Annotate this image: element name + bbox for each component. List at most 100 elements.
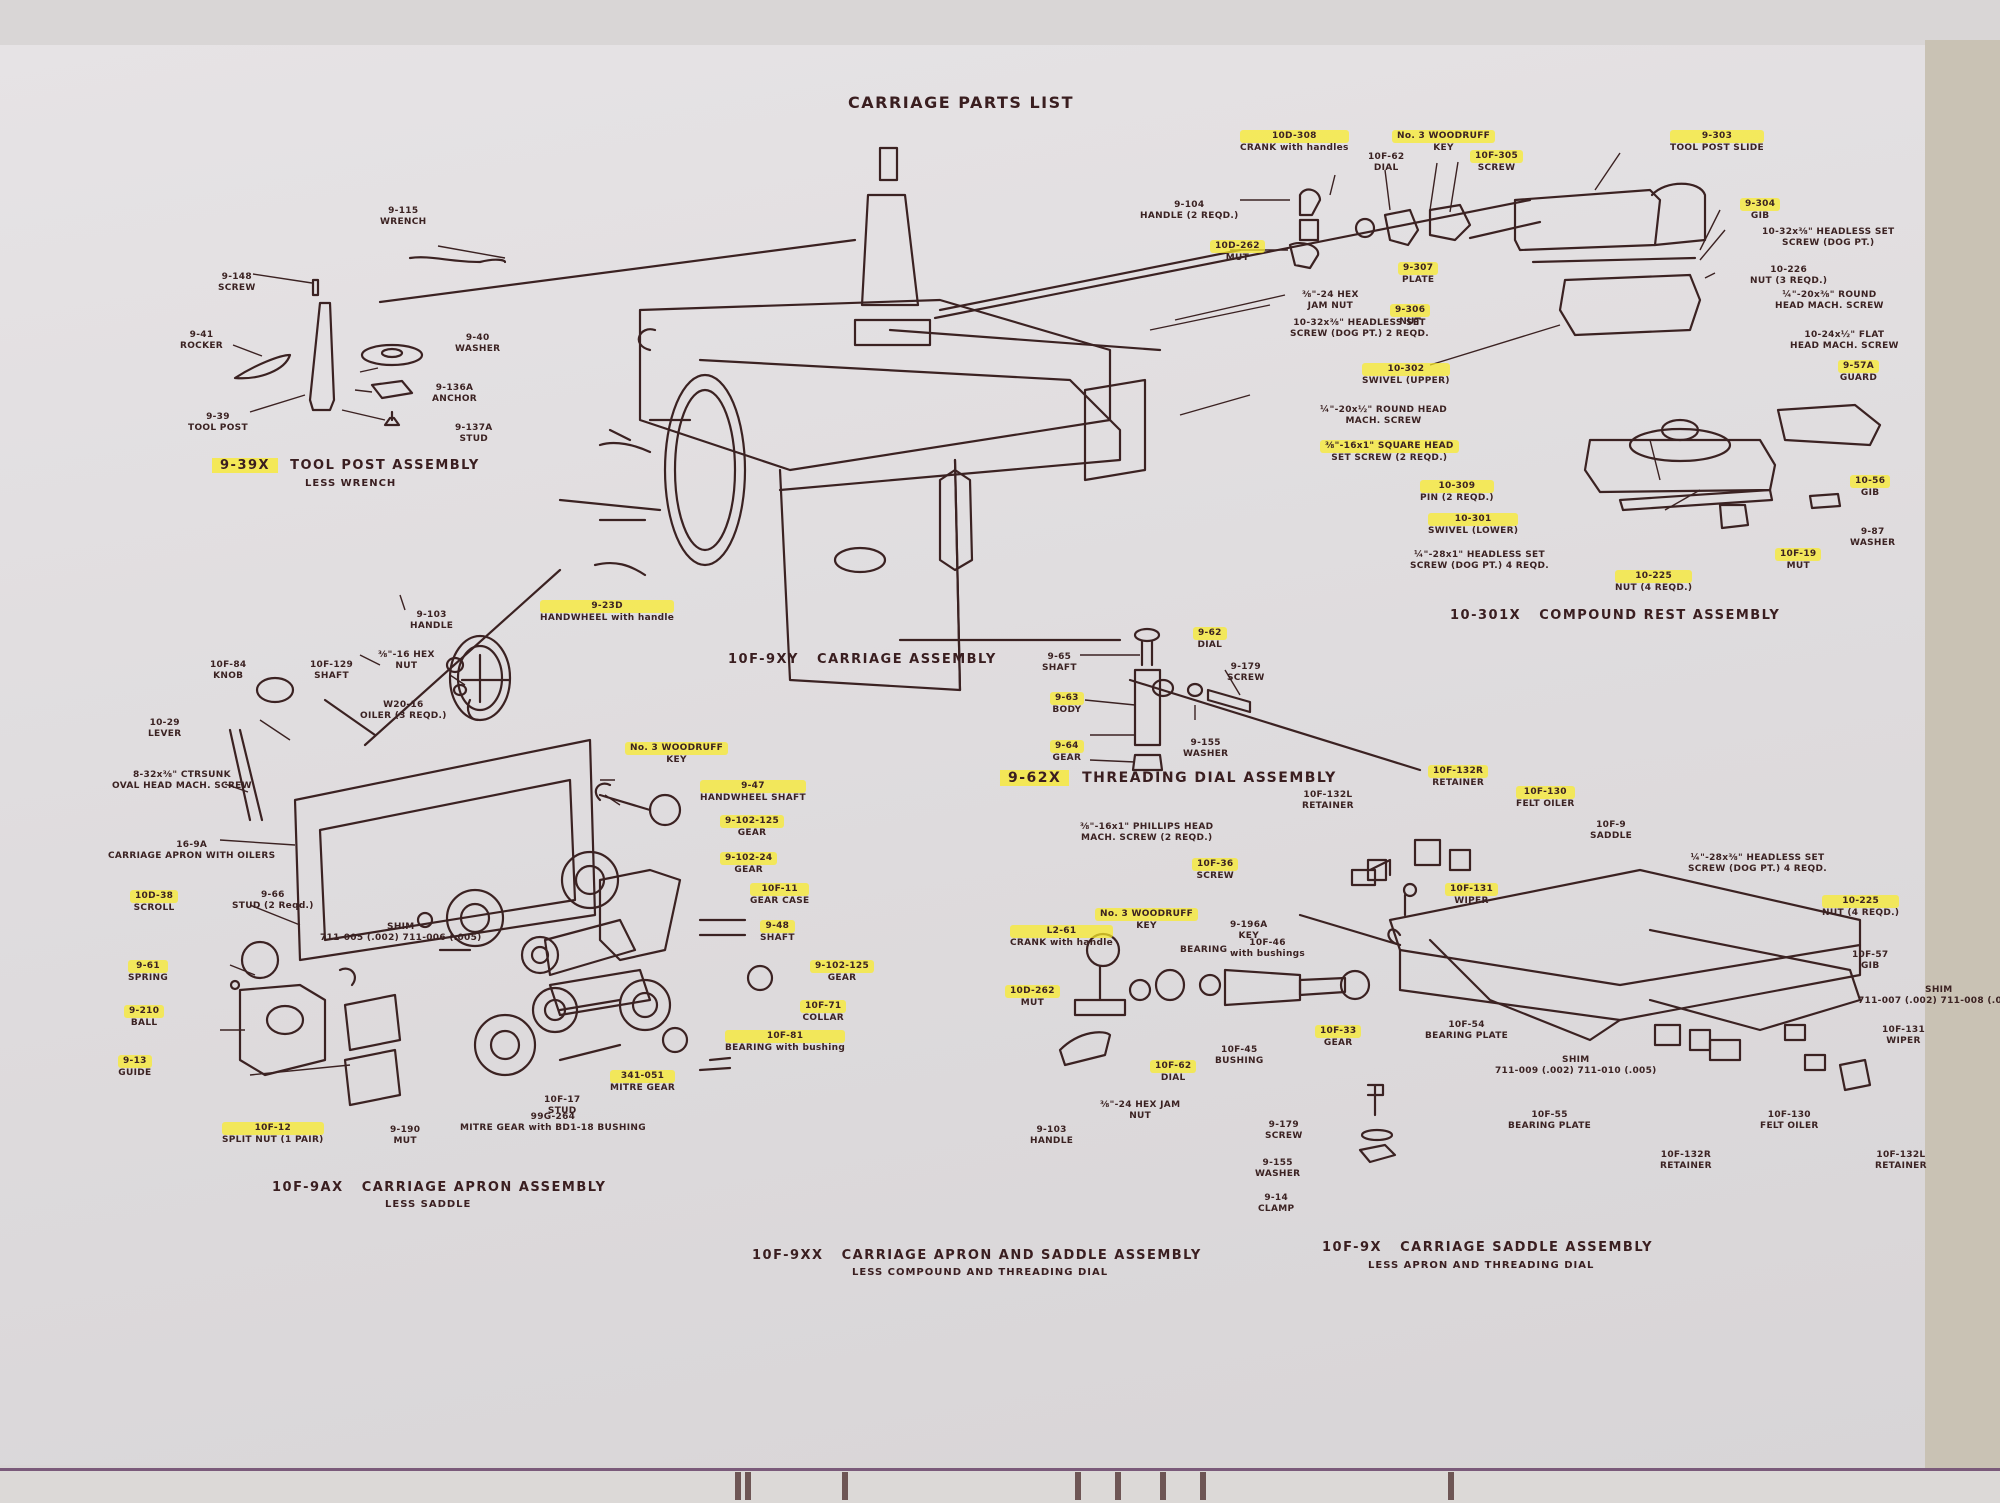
part-number: 9-23D: [540, 600, 675, 613]
part-name: HANDLE: [1030, 1136, 1074, 1146]
part-name: DIAL: [1197, 640, 1223, 650]
part-name: GEAR: [734, 865, 764, 875]
part-name: CRANK with handles: [1240, 143, 1349, 153]
assembly-title-tool-post: 9-39X TOOL POST ASSEMBLY: [212, 458, 480, 473]
part-number: 10D-38: [130, 890, 179, 903]
part-number: 10-24x½" FLAT: [1804, 330, 1885, 340]
part-number: ⅜"-16 HEX: [378, 650, 435, 660]
part-number: 9-64: [1050, 740, 1084, 753]
part-name: SET SCREW (2 REQD.): [1331, 453, 1448, 463]
assembly-code: 10F-9X: [1322, 1240, 1383, 1255]
part-number: 10F-129: [310, 660, 354, 670]
part-name: BEARING PLATE: [1508, 1121, 1592, 1131]
part-name: MITRE GEAR with BD1-18 BUSHING: [460, 1123, 646, 1133]
part-number: 10F-130: [1516, 786, 1575, 799]
part-number: 9-115: [388, 206, 419, 216]
part-name: NUT (4 REQD.): [1822, 908, 1900, 918]
part-name: DIAL: [1160, 1073, 1186, 1083]
assembly-title-compound-rest: 10-301X COMPOUND REST ASSEMBLY: [1450, 608, 1780, 623]
part-number: 9-61: [128, 960, 169, 973]
assembly-code: 9-39X: [212, 458, 279, 473]
assembly-name: CARRIAGE SADDLE ASSEMBLY: [1400, 1240, 1654, 1255]
part-number: 9-307: [1398, 262, 1439, 275]
tool-post-drawing: [233, 238, 857, 427]
part-number: 10F-132R: [1660, 1150, 1712, 1160]
part-name: WASHER: [1183, 749, 1229, 759]
part-name: KEY: [1136, 921, 1157, 931]
part-name: HANDLE (2 REQD.): [1140, 211, 1239, 221]
part-number: L2-61: [1010, 925, 1114, 938]
part-number: 9-102-24: [720, 852, 778, 865]
part-name: STUD (2 Reqd.): [232, 901, 314, 911]
part-number: 10F-131: [1882, 1025, 1926, 1035]
part-name: MITRE GEAR: [610, 1083, 676, 1093]
part-name: STUD: [459, 434, 489, 444]
part-number: 9-63: [1050, 692, 1084, 705]
underlying-page-text: [1448, 1472, 1454, 1500]
part-number: 10-29: [149, 718, 180, 728]
part-number: 9-306: [1390, 304, 1431, 317]
part-name: FELT OILER: [1516, 799, 1575, 809]
assembly-title-carriage: 10F-9XY CARRIAGE ASSEMBLY: [728, 652, 997, 667]
part-number: 10F-130: [1767, 1110, 1811, 1120]
part-number: ¼"-20x⅜" ROUND: [1782, 290, 1877, 300]
part-name: SCROLL: [133, 903, 175, 913]
underlying-page-text: [1200, 1472, 1206, 1500]
part-number: 10-225: [1615, 570, 1693, 583]
part-number: 9-148: [221, 272, 252, 282]
page-heading: CARRIAGE PARTS LIST: [848, 93, 1075, 112]
part-number: 10F-55: [1531, 1110, 1568, 1120]
part-number: 9-65: [1047, 652, 1072, 662]
underlying-page-text: [745, 1472, 751, 1500]
part-number: 10F-305: [1470, 150, 1524, 163]
part-number: 99G-264: [530, 1112, 576, 1122]
part-name: BEARING with bushing: [725, 1043, 846, 1053]
part-number: 9-179: [1268, 1120, 1299, 1130]
assembly-code: 10-301X: [1450, 608, 1522, 623]
part-name: BEARING: [1180, 945, 1228, 955]
part-name: GEAR: [737, 828, 767, 838]
part-name: HEAD MACH. SCREW: [1790, 341, 1899, 351]
part-name: MUT: [1786, 561, 1810, 571]
part-number: 9-57A: [1838, 360, 1879, 373]
part-number: ¼"-28x1" HEADLESS SET: [1414, 550, 1545, 560]
assembly-name: COMPOUND REST ASSEMBLY: [1539, 608, 1781, 623]
part-number: 9-102-125: [720, 815, 785, 828]
part-number: 9-179: [1230, 662, 1261, 672]
part-number: ¼"-20x½" ROUND HEAD: [1320, 405, 1448, 415]
part-number: SHIM: [1562, 1055, 1590, 1065]
assembly-subtitle-apron-saddle: LESS COMPOUND AND THREADING DIAL: [852, 1267, 1109, 1278]
part-number: 9-196A: [1230, 920, 1268, 930]
part-number: 9-103: [1036, 1125, 1067, 1135]
part-name: GEAR: [1052, 753, 1082, 763]
part-number: 9-103: [416, 610, 447, 620]
